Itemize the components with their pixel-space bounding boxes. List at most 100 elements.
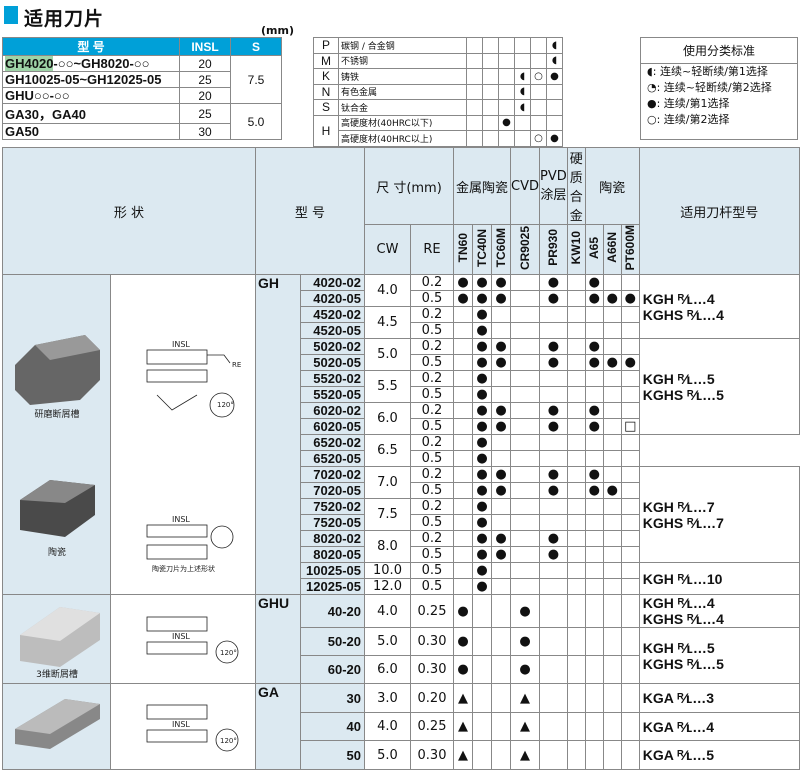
header-pvd: PVD涂层 xyxy=(538,147,568,225)
grade-mark xyxy=(620,274,640,292)
grade-mark: ● xyxy=(472,338,492,356)
grade-mark: ● xyxy=(491,418,511,436)
grade-mark xyxy=(566,450,586,468)
grade-mark xyxy=(472,740,492,770)
material-mark xyxy=(498,130,515,147)
model-cell: GHU○○-○○ xyxy=(2,87,180,104)
svg-text:3维断屑槽: 3维断屑槽 xyxy=(36,668,78,679)
grade-mark xyxy=(538,306,568,324)
holder-cell: KGA ᴿ⁄ʟ…3 xyxy=(638,683,800,713)
material-mark xyxy=(466,114,483,131)
insert-code: 7520-02 xyxy=(300,498,365,516)
grade-mark xyxy=(491,498,511,516)
grade-mark xyxy=(491,322,511,340)
grade-mark xyxy=(584,578,604,596)
re-value: 0.2 xyxy=(410,434,454,452)
grade-mark xyxy=(566,418,586,436)
cw-value: 6.5 xyxy=(364,434,411,468)
grade-mark xyxy=(538,434,568,452)
grade-mark xyxy=(510,546,540,564)
material-mark xyxy=(546,114,563,131)
grade-mark xyxy=(602,594,622,629)
grade-mark xyxy=(602,402,622,420)
material-letter: S xyxy=(313,99,339,116)
material-mark: ◖ xyxy=(514,99,531,116)
grade-mark xyxy=(453,322,473,340)
grade-mark xyxy=(584,306,604,324)
grade-mark xyxy=(510,386,540,404)
grade-mark xyxy=(538,655,568,685)
material-mark xyxy=(530,114,547,131)
grade-mark xyxy=(566,530,586,548)
grade-mark xyxy=(584,370,604,388)
material-desc: 钛合金 xyxy=(338,99,467,116)
header-dimension: 尺 寸(mm) xyxy=(364,147,454,225)
grade-header: PT600M xyxy=(620,223,640,276)
svg-text:研磨断屑槽: 研磨断屑槽 xyxy=(34,408,79,420)
insert-code: 5520-05 xyxy=(300,386,365,404)
grade-mark xyxy=(602,655,622,685)
grade-mark: ▲ xyxy=(510,740,540,770)
grade-mark xyxy=(566,274,586,292)
grade-mark: ● xyxy=(472,514,492,532)
re-value: 0.5 xyxy=(410,418,454,436)
shape-image-ga xyxy=(2,683,111,770)
grade-mark xyxy=(453,306,473,324)
cw-value: 6.0 xyxy=(364,655,411,685)
grade-mark: ● xyxy=(620,290,640,308)
header-carbide: 硬质合金 xyxy=(566,147,586,225)
material-letter: N xyxy=(313,83,339,100)
s-cell: 7.5 xyxy=(230,55,282,104)
grade-mark: ● xyxy=(453,290,473,308)
col-insl: INSL xyxy=(179,37,231,56)
grade-mark xyxy=(453,418,473,436)
grade-mark: ● xyxy=(538,482,568,500)
grade-mark: ● xyxy=(453,594,473,629)
re-value: 0.5 xyxy=(410,578,454,596)
grade-mark xyxy=(602,740,622,770)
grade-mark xyxy=(472,683,492,713)
re-value: 0.5 xyxy=(410,450,454,468)
grade-mark xyxy=(620,530,640,548)
grade-mark: ● xyxy=(472,562,492,580)
insert-code: 40-20 xyxy=(300,594,365,629)
material-mark xyxy=(482,68,499,85)
re-value: 0.5 xyxy=(410,322,454,340)
grade-mark: ● xyxy=(584,290,604,308)
legend-item: ○: 连续/第2选择 xyxy=(647,113,730,126)
material-mark xyxy=(498,99,515,116)
grade-mark: ● xyxy=(472,498,492,516)
grade-mark xyxy=(538,740,568,770)
grade-mark xyxy=(453,402,473,420)
re-value: 0.5 xyxy=(410,546,454,564)
grade-mark xyxy=(510,274,540,292)
grade-mark xyxy=(453,354,473,372)
insl-cell: 30 xyxy=(179,123,231,140)
grade-mark xyxy=(453,466,473,484)
insert-code: 6520-02 xyxy=(300,434,365,452)
svg-text:RE: RE xyxy=(232,361,241,369)
grade-mark xyxy=(510,354,540,372)
grade-mark: ● xyxy=(491,274,511,292)
grade-mark xyxy=(538,627,568,657)
material-mark: ◖ xyxy=(546,37,563,54)
cw-value: 12.0 xyxy=(364,578,411,596)
grade-mark xyxy=(566,370,586,388)
re-value: 0.30 xyxy=(410,627,454,657)
grade-mark xyxy=(620,594,640,629)
grade-mark xyxy=(510,498,540,516)
legend-item: ◔: 连续~轻断续/第2选择 xyxy=(647,81,772,94)
col-model: 型 号 xyxy=(2,37,180,56)
grade-mark: ● xyxy=(472,434,492,452)
cw-value: 5.0 xyxy=(364,338,411,372)
insert-code: 6020-05 xyxy=(300,418,365,436)
re-value: 0.2 xyxy=(410,498,454,516)
grade-mark: ● xyxy=(472,578,492,596)
grade-mark: ● xyxy=(510,655,540,685)
